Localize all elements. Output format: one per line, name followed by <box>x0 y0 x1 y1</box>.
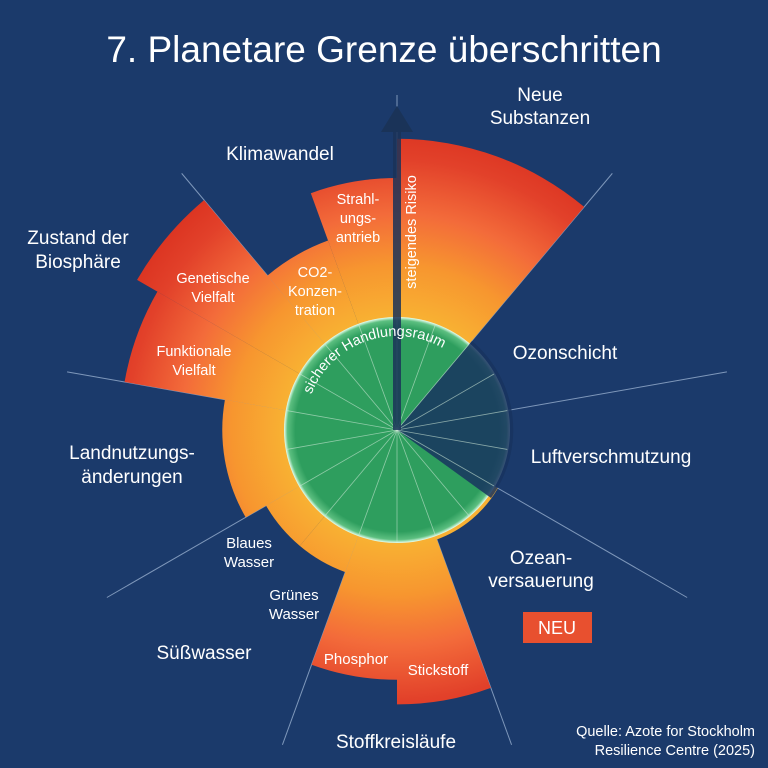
source-line-1: Quelle: Azote for Stockholm <box>576 724 755 740</box>
label-klimawandel: Klimawandel <box>226 144 334 165</box>
inner-divider <box>396 373 495 431</box>
inner-divider <box>358 429 398 536</box>
inner-divider <box>299 373 398 431</box>
arrow-label: steigendes Risiko <box>404 175 420 289</box>
label-phosphor: Phosphor <box>324 651 388 668</box>
label-ozonschicht: Ozonschicht <box>513 343 618 364</box>
inner-divider <box>396 429 508 450</box>
label-stoffkreislaeufe: Stoffkreisläufe <box>336 732 456 753</box>
label-luftverschmutzung: Luftverschmutzung <box>531 447 692 468</box>
label-stickstoff: Stickstoff <box>408 662 469 679</box>
inner-divider <box>358 324 398 431</box>
inner-divider <box>396 429 436 536</box>
label-strahlungsantrieb: Strahl-ungs-antrieb <box>336 192 380 246</box>
inner-divider <box>286 429 398 450</box>
inner-divider <box>396 429 470 517</box>
label-ozeanversauerung: Ozean-versauerung <box>488 548 594 592</box>
source-line-2: Resilience Centre (2025) <box>595 743 755 759</box>
risk-arrow <box>381 106 413 430</box>
new-badge-label: NEU <box>538 618 576 638</box>
inner-divider <box>396 324 436 431</box>
new-badge <box>523 612 592 643</box>
inner-sector-lines <box>286 318 508 542</box>
label-suesswasser: Süßwasser <box>156 643 252 664</box>
inner-divider <box>396 343 470 431</box>
inner-divider <box>396 429 495 487</box>
inner-divider <box>324 343 398 431</box>
inner-divider <box>299 429 398 487</box>
label-landnutzung: Landnutzungs-änderungen <box>69 443 195 488</box>
page-title: 7. Planetare Grenze überschritten <box>106 29 661 70</box>
inner-divider <box>286 410 398 431</box>
inner-divider <box>324 429 398 517</box>
label-co2-konzentration: CO2-Konzen-tration <box>288 265 342 319</box>
inner-divider <box>396 410 508 431</box>
